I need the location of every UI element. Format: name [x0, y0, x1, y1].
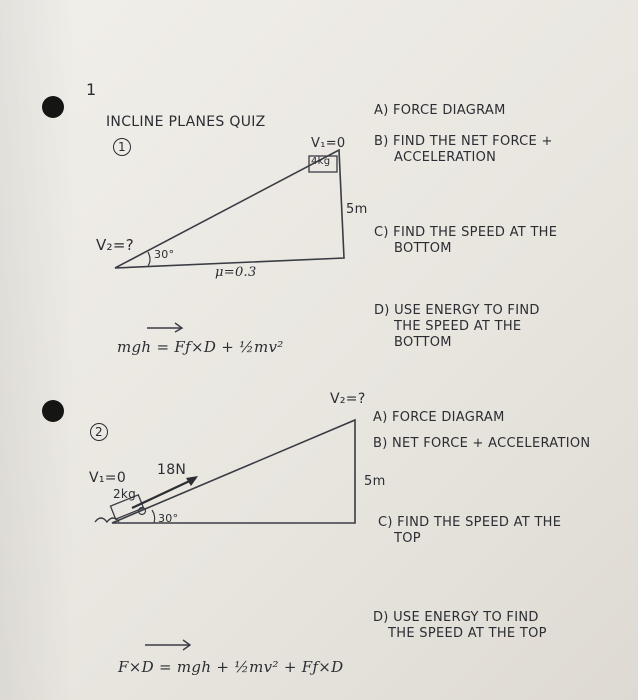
p1-question-d-line2: THE SPEED AT THE — [394, 319, 522, 334]
force-arrowhead — [186, 476, 198, 486]
binder-hole — [42, 400, 64, 422]
problem-number-2: 2 — [90, 423, 108, 441]
quiz-title: INCLINE PLANES QUIZ — [106, 114, 266, 130]
p1-angle: 30° — [154, 248, 175, 261]
angle-arc-2 — [151, 509, 156, 524]
p2-v-top: V₂=? — [330, 391, 366, 407]
p1-question-b-line2: ACCELERATION — [394, 150, 497, 165]
p1-v-bottom: V₂=? — [96, 236, 135, 254]
p2-height: 5m — [364, 474, 386, 489]
problem-number-1: 1 — [113, 138, 131, 156]
p2-question-d-line2: THE SPEED AT THE TOP — [388, 626, 547, 641]
incline-triangle-1 — [114, 148, 345, 269]
binder-hole — [42, 96, 64, 118]
p1-question-c-line1: C) FIND THE SPEED AT THE — [374, 225, 558, 240]
p2-force: 18N — [157, 462, 187, 478]
p2-angle: 30° — [158, 512, 179, 525]
block-4kg — [308, 155, 338, 173]
p2-question-c-line2: TOP — [394, 531, 421, 546]
p1-friction: μ=0.3 — [215, 265, 257, 280]
vector-arrowhead-2 — [182, 639, 192, 651]
p1-energy-equation: mgh = Fƒ×D + ½mv² — [117, 338, 284, 356]
block-wheel — [137, 506, 147, 516]
p1-question-b-line1: B) FIND THE NET FORCE + — [374, 134, 553, 149]
p1-v-top: V₁=0 — [311, 136, 346, 151]
angle-arc-1 — [147, 251, 151, 267]
page-number: 1 — [86, 80, 97, 99]
p2-question-a: A) FORCE DIAGRAM — [373, 410, 505, 425]
force-arrow-18n — [131, 477, 197, 509]
p2-v-start: V₁=0 — [89, 470, 127, 486]
p1-question-d-line1: D) USE ENERGY TO FIND — [374, 303, 540, 318]
vector-arrowhead-1 — [174, 322, 184, 333]
block-2kg — [109, 494, 145, 520]
p1-question-c-line2: BOTTOM — [394, 241, 452, 256]
p2-mass: 2kg — [113, 487, 137, 501]
incline-triangle-2 — [111, 418, 356, 524]
p1-height: 5m — [346, 202, 368, 217]
p2-question-b: B) NET FORCE + ACCELERATION — [373, 436, 591, 451]
p1-question-d-line3: BOTTOM — [394, 335, 452, 350]
p2-question-d-line1: D) USE ENERGY TO FIND — [373, 610, 539, 625]
scribble-mark — [94, 517, 120, 524]
p2-question-c-line1: C) FIND THE SPEED AT THE — [378, 515, 562, 530]
p1-mass: 4kg — [311, 156, 331, 167]
p1-question-a: A) FORCE DIAGRAM — [374, 103, 506, 118]
p2-energy-equation: F×D = mgh + ½mv² + Fƒ×D — [118, 658, 344, 676]
